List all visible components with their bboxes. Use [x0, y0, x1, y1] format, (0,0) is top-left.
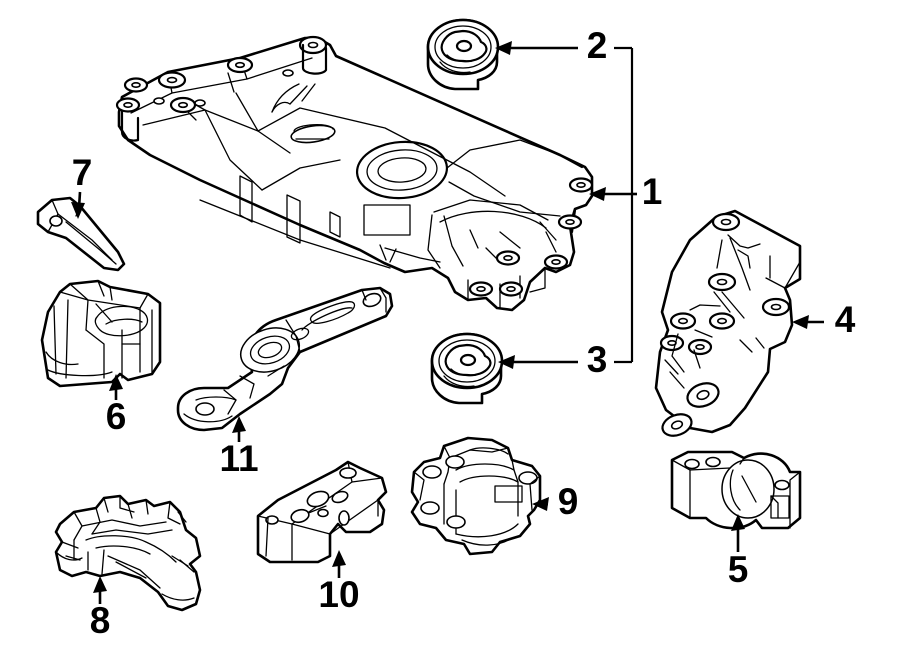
part-engine-support-bracket — [654, 209, 802, 437]
part-transmission-mount-bracket — [54, 494, 202, 612]
callout-label-10: 10 — [318, 574, 359, 615]
callout-labels: 1 2 3 4 5 6 7 8 9 10 11 — [72, 25, 856, 641]
part-engine-mount-left — [40, 279, 162, 388]
callout-label-6: 6 — [106, 396, 127, 437]
part-pendulum-support — [670, 450, 802, 530]
callout-label-9: 9 — [558, 481, 579, 522]
callout-bracket-group — [614, 46, 637, 364]
callout-label-4: 4 — [835, 299, 856, 340]
part-lower-bushing — [430, 332, 504, 405]
callout-label-8: 8 — [90, 600, 111, 641]
callout-label-5: 5 — [728, 549, 749, 590]
callout-label-11: 11 — [219, 438, 258, 479]
part-angle-bracket — [36, 196, 126, 272]
callout-label-7: 7 — [72, 152, 93, 193]
callout-label-3: 3 — [587, 339, 608, 380]
callout-label-1: 1 — [642, 171, 663, 212]
part-transmission-mount — [410, 436, 542, 556]
part-torque-link — [176, 286, 394, 432]
part-upper-bushing — [426, 18, 500, 91]
callout-leaders — [71, 41, 824, 604]
part-mount-support-block — [256, 460, 388, 564]
callout-label-2: 2 — [587, 25, 608, 66]
part-engine-subframe — [115, 35, 594, 312]
